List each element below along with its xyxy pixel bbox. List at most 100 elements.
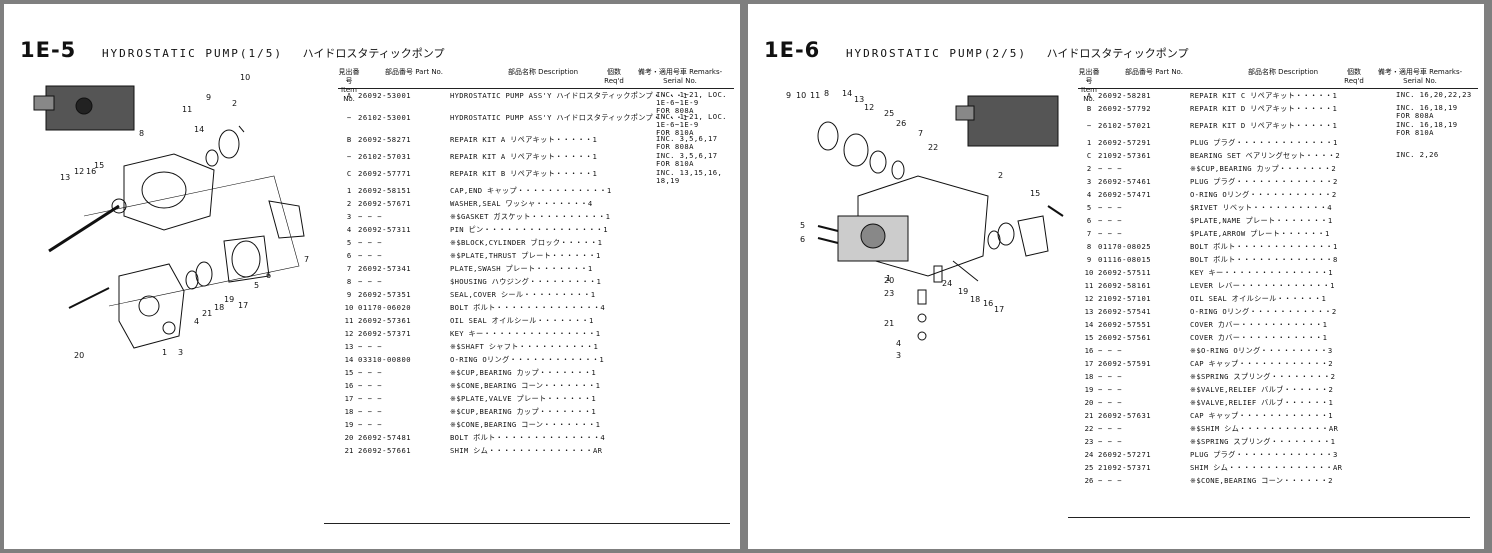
item-no: 11 <box>344 316 354 325</box>
table-row: 22− − −※$SHIM シム・・・・・・・・・・・・AR <box>1078 422 1478 435</box>
item-no: 7 <box>1086 229 1092 238</box>
callout-17: 17 <box>994 305 1004 314</box>
item-no: 20 <box>1084 398 1094 407</box>
description: ※$PLATE,VALVE プレート・・・・・・1 <box>450 394 596 403</box>
page-code: 1E-5 <box>20 38 77 62</box>
page-title-jp: ハイドロスタティックポンプ <box>302 47 445 60</box>
item-no: 24 <box>1084 450 1094 459</box>
description: REPAIR KIT D リペアキット・・・・・1 <box>1190 121 1338 130</box>
header-desc: 部品名称 Description <box>1247 68 1319 76</box>
part-no: 26092-57792 <box>1098 104 1152 113</box>
table-row: 16− − −※$CONE,BEARING コーン・・・・・・・1 <box>338 379 734 392</box>
description: $RIVET リベット・・・・・・・・・・4 <box>1190 203 1332 212</box>
description: REPAIR KIT C リペアキット・・・・・1 <box>1190 91 1338 100</box>
part-no: 21092-57101 <box>1098 294 1152 303</box>
remarks: INC. 13,15,16, 18,19 <box>656 168 723 185</box>
description: ※$VALVE,RELIEF バルブ・・・・・・1 <box>1190 398 1334 407</box>
part-no: 26092-57631 <box>1098 411 1152 420</box>
part-no: 21092-57361 <box>1098 151 1152 160</box>
callout-9: 9 <box>786 91 791 100</box>
table-row: 19− − −※$CONE,BEARING コーン・・・・・・・1 <box>338 418 734 431</box>
part-no: 26092-58161 <box>1098 281 1152 290</box>
item-no: 2 <box>1086 164 1092 173</box>
part-no: 26092-57661 <box>358 446 412 455</box>
exploded-diagram: 1 2 3 4 5 6 7 8 9 10 11 12 13 14 15 16 1… <box>778 86 1073 366</box>
description: PLUG プラグ・・・・・・・・・・・・・1 <box>1190 138 1338 147</box>
description: ※$GASKET ガスケット・・・・・・・・・・1 <box>450 212 611 221</box>
description: ※$PLATE,THRUST プレート・・・・・・1 <box>450 251 601 260</box>
item-no: 16 <box>1084 346 1094 355</box>
description: ※$CONE,BEARING コーン・・・・・・・1 <box>450 381 601 390</box>
callout-2: 2 <box>232 99 237 108</box>
table-bottom-rule <box>324 523 730 524</box>
description: CAP キャップ・・・・・・・・・・・・1 <box>1190 411 1333 420</box>
callout-18: 18 <box>214 303 224 312</box>
description: OIL SEAL オイルシール・・・・・・1 <box>1190 294 1327 303</box>
table-row: 26− − −※$CONE,BEARING コーン・・・・・・2 <box>1078 474 1478 487</box>
item-no: 19 <box>344 420 354 429</box>
callout-7: 7 <box>304 255 309 264</box>
part-no: 26092-57371 <box>358 329 412 338</box>
description: ※$SPRING スプリング・・・・・・・・2 <box>1190 372 1336 381</box>
callout-23: 23 <box>884 289 894 298</box>
callout-3: 3 <box>896 351 901 360</box>
callout-5: 5 <box>800 221 805 230</box>
callout-2: 2 <box>998 171 1003 180</box>
table-row: 5− − −$RIVET リベット・・・・・・・・・・4 <box>1078 201 1478 214</box>
header-item: 見出番号 Item No. <box>338 68 360 103</box>
table-row: 18− − −※$CUP,BEARING カップ・・・・・・・1 <box>338 405 734 418</box>
parts-table: 見出番号 Item No. 部品番号 Part No. 部品名称 Descrip… <box>1078 68 1478 487</box>
callout-8: 8 <box>139 129 144 138</box>
item-no: 17 <box>1084 359 1094 368</box>
description: COVER カバー・・・・・・・・・・・1 <box>1190 320 1328 329</box>
item-no: 14 <box>344 355 354 364</box>
page-header: 1E-5 HYDROSTATIC PUMP(1/5) ハイドロスタティックポンプ <box>20 38 444 62</box>
callout-6: 6 <box>800 235 805 244</box>
pump-exploded-view: 1 2 3 4 5 6 7 8 9 10 11 12 13 14 15 16 1… <box>786 89 1064 360</box>
callout-11: 11 <box>182 105 192 114</box>
part-no: − − − <box>1098 437 1123 446</box>
description: BEARING SET ベアリングセット・・・・2 <box>1190 151 1341 160</box>
part-no: 26092-53001 <box>358 91 412 100</box>
item-no: C <box>1086 151 1092 160</box>
part-no: 26102-53001 <box>358 113 412 122</box>
item-no: 2 <box>346 199 352 208</box>
callout-1: 1 <box>162 348 167 357</box>
part-no: 26092-58271 <box>358 135 412 144</box>
exploded-diagram: 1 2 3 4 5 6 7 8 9 10 11 12 13 14 15 16 1… <box>24 66 324 366</box>
callout-21: 21 <box>202 309 212 318</box>
table-row: 7− − −$PLATE,ARROW プレート・・・・・・1 <box>1078 227 1478 240</box>
item-no: 20 <box>344 433 354 442</box>
item-no: 17 <box>344 394 354 403</box>
page-title-jp: ハイドロスタティックポンプ <box>1046 47 1189 60</box>
part-no: 26092-57461 <box>1098 177 1152 186</box>
description: WASHER,SEAL ワッシャ・・・・・・・4 <box>450 199 593 208</box>
callout-19: 19 <box>958 287 968 296</box>
item-no: 23 <box>1084 437 1094 446</box>
description: CAP,END キャップ・・・・・・・・・・・・1 <box>450 186 612 195</box>
item-no: 25 <box>1084 463 1094 472</box>
remarks: INC. 1~21, LOC. 1E-6~1E-9 FOR 808A <box>656 90 727 115</box>
oil-seal-part <box>218 129 240 159</box>
part-no: 26092-58281 <box>1098 91 1152 100</box>
part-no: 01170-06020 <box>358 303 412 312</box>
item-no: 15 <box>1084 333 1094 342</box>
part-no: − − − <box>358 394 383 403</box>
description: $PLATE,NAME プレート・・・・・・・1 <box>1190 216 1333 225</box>
callout-24: 24 <box>942 279 952 288</box>
remarks: INC. 3,5,6,17 FOR 808A <box>656 134 718 151</box>
description: PLUG プラグ・・・・・・・・・・・・・3 <box>1190 450 1338 459</box>
page-title: HYDROSTATIC PUMP(1/5) <box>101 47 284 60</box>
item-no: − <box>346 113 352 122</box>
item-no: B <box>346 135 352 144</box>
item-no: 6 <box>346 251 352 260</box>
table-row: 3− − −※$GASKET ガスケット・・・・・・・・・・1 <box>338 210 734 223</box>
callout-22: 22 <box>928 143 938 152</box>
part-no: 26092-57591 <box>1098 359 1152 368</box>
description: CAP キャップ・・・・・・・・・・・・2 <box>1190 359 1333 368</box>
